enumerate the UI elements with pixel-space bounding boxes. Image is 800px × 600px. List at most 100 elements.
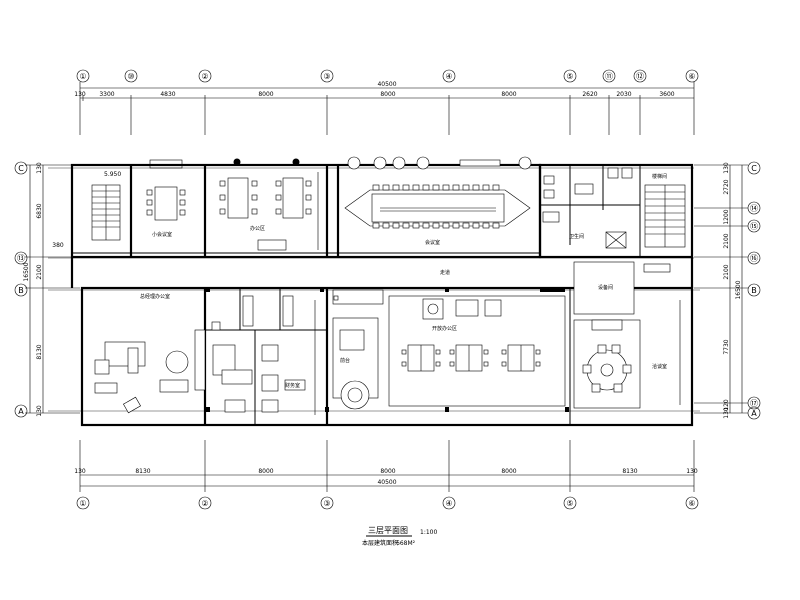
- dim-top-7: 2030: [616, 91, 631, 98]
- room-meeting-small: 小会议室: [152, 231, 172, 238]
- dim-top-8: 3600: [659, 91, 674, 98]
- dim-top-1: 3300: [99, 91, 114, 98]
- dim-left-1: 6830: [36, 203, 43, 218]
- dim-left-0: 130: [36, 162, 43, 174]
- grid-bottom-0: ①: [79, 499, 86, 508]
- dim-top-total: 40500: [377, 81, 396, 88]
- grid-top-1: ⑩: [127, 72, 134, 81]
- equipment-room-box: [573, 261, 635, 315]
- room-lounge: 洽谈室: [652, 363, 667, 370]
- grid-bottom-5: ⑥: [688, 499, 695, 508]
- dim-left-3: 2100: [36, 264, 43, 279]
- grid-left-1: ⑬: [17, 254, 25, 263]
- dim-left-2: 380: [52, 242, 64, 249]
- grid-top-8: ⑥: [688, 72, 695, 81]
- dim-bottom-0: 130: [74, 468, 86, 475]
- grid-bottom-1: ②: [201, 499, 208, 508]
- grid-bubbles-left: C ⑬ B A: [14, 161, 28, 418]
- room-equipment: 设备间: [598, 284, 613, 291]
- dim-right-5: 7730: [723, 339, 730, 354]
- grid-right-6: A: [751, 409, 757, 418]
- grid-top-3: ③: [323, 72, 330, 81]
- grid-bottom-4: ⑤: [566, 499, 573, 508]
- top-rooms: [72, 165, 540, 257]
- top-dimension-lines: [79, 82, 695, 135]
- grid-left-2: B: [18, 286, 24, 295]
- room-open-office: 开放办公区: [432, 325, 457, 332]
- dim-bottom-3: 8000: [380, 468, 395, 475]
- grid-top-7: ⑫: [636, 72, 644, 81]
- finance-room: [211, 295, 316, 415]
- dim-right-0: 130: [723, 162, 730, 174]
- dim-top-segments: 130 3300 4830 8000 8000 8000 2620 2030 3…: [74, 91, 675, 98]
- dim-left-total: 16500: [23, 262, 30, 281]
- grid-top-5: ⑤: [566, 72, 573, 81]
- grid-right-1: ⑭: [750, 204, 758, 213]
- grid-bubbles-bottom: ① ② ③ ④ ⑤ ⑥: [76, 496, 699, 510]
- outer-walls: [70, 163, 694, 427]
- dim-right-6: 120: [723, 399, 730, 411]
- dim-bottom-4: 8000: [501, 468, 516, 475]
- dim-bottom-1: 8130: [135, 468, 150, 475]
- dim-bottom-2: 8000: [258, 468, 273, 475]
- room-corridor: 走道: [440, 269, 450, 276]
- corridor-bench: [643, 263, 671, 273]
- dim-left-4: 8130: [36, 344, 43, 359]
- grid-top-0: ①: [79, 72, 86, 81]
- dim-right-7: 130: [723, 407, 730, 419]
- dim-left-segments: 130 6830 380 2100 8130 130 16500: [23, 162, 64, 417]
- right-dimension-lines: [694, 164, 748, 414]
- small-meeting-room: [146, 159, 186, 221]
- stair-right: [644, 184, 686, 248]
- dim-top-3: 8000: [258, 91, 273, 98]
- dim-top-6: 2620: [582, 91, 597, 98]
- area: 668M²: [396, 540, 416, 547]
- drawing-title: 三层平面图 1:100 本层建筑面积 668M²: [362, 526, 437, 547]
- dim-top-0: 130: [74, 91, 86, 98]
- dim-right-2: 1200: [723, 209, 730, 224]
- stair-left: [91, 184, 121, 241]
- bottom-walls: [203, 287, 571, 425]
- grid-right-3: ⑯: [750, 254, 758, 263]
- dim-right-1: 2720: [723, 179, 730, 194]
- dim-right-3: 2100: [723, 233, 730, 248]
- grid-top-6: ⑪: [605, 72, 613, 81]
- room-stair-right: 楼梯间: [652, 173, 667, 180]
- room-office-a: 办公区: [250, 225, 265, 232]
- grid-bubbles-right: C ⑭ ⑮ ⑯ B ⑰ A: [747, 161, 761, 420]
- room-conference: 会议室: [425, 239, 440, 246]
- level-mark: 5.950: [104, 171, 121, 178]
- grid-top-4: ④: [445, 72, 452, 81]
- open-office: [388, 295, 566, 407]
- dim-right-segments: 130 2720 1200 2100 2100 7730 120 130 165…: [723, 162, 742, 419]
- title: 三层平面图: [368, 526, 408, 535]
- dim-bottom-6: 130: [686, 468, 698, 475]
- grid-bottom-3: ④: [445, 499, 452, 508]
- manager-office: [94, 329, 206, 414]
- toilet-core: [540, 165, 641, 257]
- left-dimension-lines: [25, 164, 80, 414]
- room-finance: 财务室: [285, 382, 300, 389]
- bottom-dimension-lines: [79, 440, 695, 492]
- negotiation-room: [573, 300, 681, 409]
- dim-top-4: 8000: [380, 91, 395, 98]
- dim-left-5: 130: [36, 405, 43, 417]
- dim-bottom-total: 40500: [377, 479, 396, 486]
- office-area-a: [219, 158, 319, 251]
- grid-right-0: C: [751, 164, 757, 173]
- grid-left-0: C: [18, 164, 24, 173]
- room-toilet: 卫生间: [569, 233, 584, 240]
- scale: 1:100: [420, 529, 437, 536]
- dim-bottom-segments: 130 8130 8000 8000 8000 8130 130: [74, 468, 698, 475]
- dim-bottom-5: 8130: [622, 468, 637, 475]
- dim-right-total: 16500: [735, 280, 742, 299]
- grid-right-2: ⑮: [750, 222, 758, 231]
- room-reception: 前台: [340, 357, 350, 364]
- dim-top-5: 8000: [501, 91, 516, 98]
- dim-right-4: 2100: [723, 264, 730, 279]
- dim-top-2: 4830: [160, 91, 175, 98]
- grid-top-2: ②: [201, 72, 208, 81]
- grid-bubbles-top: ① ⑩ ② ③ ④ ⑤ ⑪ ⑫ ⑥: [76, 69, 699, 83]
- reception: [332, 289, 384, 410]
